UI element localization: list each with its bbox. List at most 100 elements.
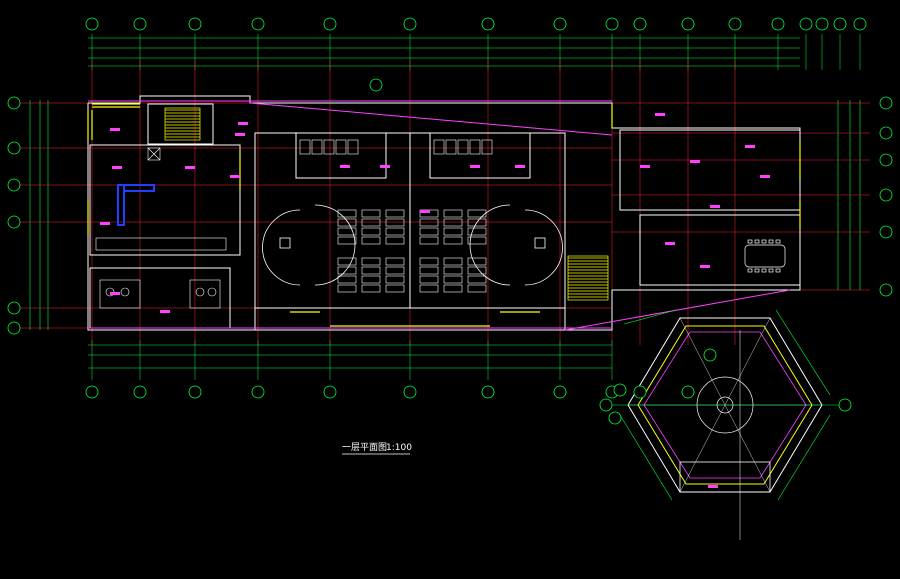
axis-bubble-hex-circle: [838, 398, 852, 412]
axis-bubble-right-circle: [879, 225, 893, 239]
desk: [337, 275, 357, 284]
axis-bubble-left-circle: [7, 178, 21, 192]
room-label-mark: [655, 113, 665, 116]
toilet-stall: [457, 139, 469, 155]
desk: [385, 236, 405, 245]
axis-bubble-top: [681, 17, 695, 31]
axis-bubble-hex-circle: [608, 411, 622, 425]
desk: [419, 236, 439, 245]
room-labels: [100, 113, 770, 488]
room-label-mark: [420, 210, 430, 213]
toilet-stall: [299, 139, 311, 155]
axis-bubble-bottom: [553, 385, 567, 399]
axis-bubble-top: [481, 17, 495, 31]
desk: [443, 257, 463, 266]
axis-bubble-left: [7, 178, 21, 192]
kitchen-equipment: [95, 147, 227, 309]
section-lines: [88, 100, 791, 331]
axis-bubble-left: [7, 141, 21, 155]
desk: [419, 257, 439, 266]
staircases: [164, 107, 609, 301]
toilet-stall: [311, 139, 323, 155]
room-label-mark: [515, 165, 525, 168]
room-label-mark: [690, 160, 700, 163]
room-label-mark: [340, 165, 350, 168]
axis-bubble-right: [879, 188, 893, 202]
axis-bubble-bottom-circle: [323, 385, 337, 399]
axis-bubble-left-circle: [7, 321, 21, 335]
toilet-stall: [335, 139, 347, 155]
desk: [443, 275, 463, 284]
axis-bubble-hex: [838, 398, 852, 412]
desk: [467, 266, 487, 275]
toilet-stall: [323, 139, 335, 155]
axis-bubble-top-circle: [481, 17, 495, 31]
axis-bubble-top-circle: [251, 17, 265, 31]
desk: [419, 227, 439, 236]
desk: [385, 284, 405, 293]
axis-bubble-top: [133, 17, 147, 31]
axis-bubble-top-circle: [728, 17, 742, 31]
axis-bubble-top-circle: [188, 17, 202, 31]
stair-outline: [164, 107, 201, 141]
room-label-mark: [710, 205, 720, 208]
axis-bubble-left: [7, 215, 21, 229]
desk: [337, 227, 357, 236]
axis-bubble-top: [605, 17, 619, 31]
room-label-mark: [708, 485, 718, 488]
desk: [443, 218, 463, 227]
desk: [467, 227, 487, 236]
axis-bubble-bottom: [85, 385, 99, 399]
semicircle-seating: [262, 204, 563, 286]
axis-bubble-bottom-circle: [633, 385, 647, 399]
desk: [385, 266, 405, 275]
axis-bubble-top-circle: [833, 17, 847, 31]
desk: [385, 218, 405, 227]
axis-bubble-bottom-circle: [481, 385, 495, 399]
section-bubble: [369, 78, 383, 92]
axis-bubbles: [7, 17, 893, 425]
axis-bubble-right: [879, 225, 893, 239]
room-label-mark: [238, 122, 248, 125]
desk: [467, 275, 487, 284]
room-label-mark: [110, 128, 120, 131]
desk: [361, 257, 381, 266]
axis-bubble-bottom-circle: [553, 385, 567, 399]
axis-bubble-left: [7, 301, 21, 315]
pavilion-spoke: [679, 317, 726, 406]
axis-bubble-bottom: [188, 385, 202, 399]
axis-bubble-hex: [608, 411, 622, 425]
axis-bubble-right: [879, 126, 893, 140]
axis-bubble-left-circle: [7, 141, 21, 155]
axis-bubble-bottom: [633, 385, 647, 399]
section-bubble-circle: [703, 348, 717, 362]
desk: [337, 218, 357, 227]
desk: [361, 266, 381, 275]
axis-bubble-top: [799, 17, 813, 31]
room-label-mark: [640, 165, 650, 168]
axis-bubble-right-circle: [879, 126, 893, 140]
axis-bubble-bottom-circle: [403, 385, 417, 399]
pavilion-spoke: [724, 404, 771, 493]
axis-bubble-right-circle: [879, 96, 893, 110]
room-label-mark: [185, 166, 195, 169]
desk: [337, 257, 357, 266]
axis-bubble-top-circle: [323, 17, 337, 31]
axis-bubble-hex: [613, 383, 627, 397]
room-label-mark: [110, 292, 120, 295]
chair: [754, 239, 760, 244]
axis-bubble-top: [188, 17, 202, 31]
axis-bubble-top-circle: [815, 17, 829, 31]
desk: [337, 284, 357, 293]
axis-bubble-right-circle: [879, 188, 893, 202]
desk: [419, 218, 439, 227]
desk: [361, 236, 381, 245]
axis-bubble-top-circle: [799, 17, 813, 31]
desk: [443, 284, 463, 293]
axis-bubble-right-circle: [879, 153, 893, 167]
room-label-mark: [380, 165, 390, 168]
toilet-stall: [347, 139, 359, 155]
axis-bubble-top-circle: [771, 17, 785, 31]
desk: [467, 236, 487, 245]
